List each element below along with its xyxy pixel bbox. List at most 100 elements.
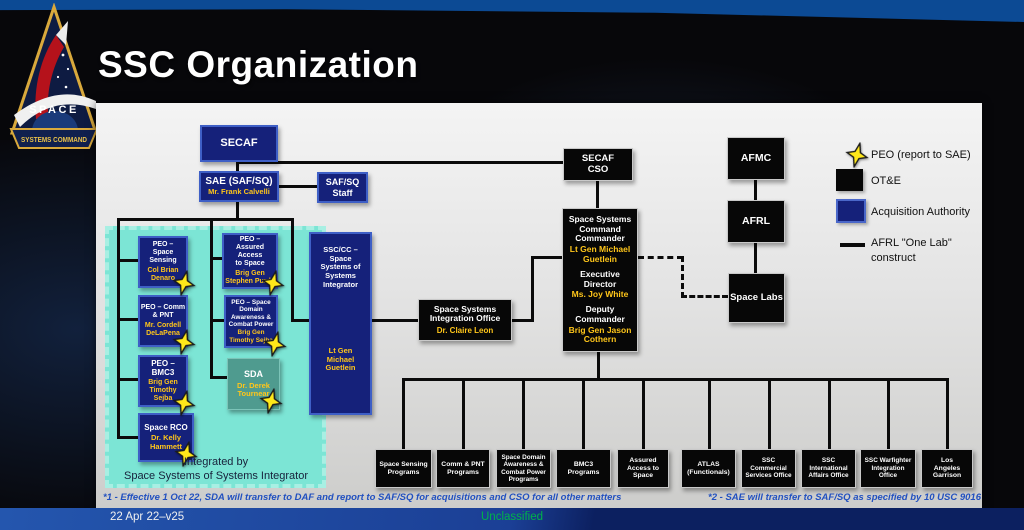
peo-star-icon: [172, 388, 196, 418]
page-title: SSC Organization: [98, 44, 419, 85]
box-title: BMC3 Programs: [567, 460, 600, 476]
connector-line: [117, 318, 138, 321]
box-title: Space Systems Integration Office: [429, 303, 501, 324]
connector-line: [291, 218, 294, 322]
box-person-name: Brig Gen Timothy Sejba: [148, 379, 178, 403]
org-box-peo-sda-combat-power: PEO – Space Domain Awareness & Combat Po…: [224, 295, 278, 348]
connector-line: [402, 378, 405, 449]
box-title: SSC Warfighter Integration Office: [864, 457, 912, 480]
box-person-name: Mr. Frank Calvelli: [208, 186, 270, 196]
box-title: AFRL: [742, 215, 770, 228]
box-title: SAF/SQ Staff: [325, 177, 360, 198]
dashed-connector-line: [638, 256, 683, 259]
box-title: PEO – BMC3: [151, 358, 175, 377]
connector-line: [462, 378, 465, 449]
connector-line: [117, 218, 294, 221]
org-box-ssc-warfighter-integration: SSC Warfighter Integration Office: [860, 449, 916, 488]
peo-star-icon: [172, 268, 196, 298]
classification-marking: Unclassified: [481, 511, 543, 523]
org-box-ssc-commercial-services: SSC Commercial Services Office: [741, 449, 796, 488]
box-title: SSC/CC – Space Systems of Systems Integr…: [320, 245, 361, 289]
box-title: SSC International Affairs Office: [808, 457, 849, 480]
box-title: SECAF: [220, 137, 258, 150]
connector-line: [582, 378, 585, 449]
connector-line: [531, 256, 562, 259]
connector-line: [642, 378, 645, 449]
connector-line: [768, 378, 771, 449]
logo-space-label: SPACE: [29, 104, 79, 116]
dashed-connector-line: [681, 295, 728, 298]
connector-line: [708, 378, 711, 449]
box-role: Deputy Commander: [575, 304, 625, 324]
box-person-name: Lt Gen Michael Guetlein: [569, 244, 631, 264]
connector-line: [372, 319, 418, 322]
connector-line: [210, 376, 229, 379]
legend-acquisition-label: Acquisition Authority: [871, 206, 971, 218]
box-title: Comm & PNT Programs: [441, 460, 485, 476]
box-title: Space Labs: [730, 291, 783, 303]
org-box-los-angeles-garrison: Los Angeles Garrison: [921, 449, 973, 488]
box-person-name: Dr. Kelly Hammett: [149, 433, 183, 452]
legend-acquisition-swatch: [836, 199, 866, 223]
box-title: Space Sensing Programs: [379, 460, 428, 476]
org-box-sda-combat-power-programs: Space Domain Awareness & Combat Power Pr…: [496, 449, 551, 488]
legend-afrl-label: AFRL "One Lab" construct: [871, 237, 952, 264]
org-box-integration-office: Space Systems Integration Office Dr. Cla…: [418, 299, 512, 341]
connector-line: [210, 257, 224, 260]
org-box-peo-assured-access: PEO – Assured Access to Space Brig Gen S…: [222, 233, 278, 289]
org-box-afrl: AFRL: [727, 200, 785, 243]
footer-date-version: 22 Apr 22–v25: [110, 511, 185, 523]
org-box-secaf-cso: SECAF CSO: [563, 148, 633, 181]
footnote-2: *2 - SAE will transfer to SAF/SQ as spec…: [708, 492, 981, 503]
ssc-logo: SPACE SYSTEMS COMMAND: [9, 3, 99, 149]
box-title: PEO – Space Domain Awareness & Combat Po…: [228, 298, 274, 328]
integrator-note-line2: Space Systems of Systems Integrator: [123, 470, 309, 483]
box-person-name: Dr. Derek Tournear: [237, 380, 270, 399]
connector-line: [279, 185, 317, 188]
footnote-1: *1 - Effective 1 Oct 22, SDA will transf…: [103, 492, 622, 503]
legend-ote-label: OT&E: [871, 175, 901, 187]
box-title: PEO – Comm & PNT: [140, 303, 186, 319]
integrator-note: Integrated by Space Systems of Systems I…: [108, 455, 324, 484]
connector-line: [828, 378, 831, 449]
box-title: Assured Access to Space: [626, 456, 660, 480]
box-person-name: Dr. Claire Leon: [436, 326, 494, 336]
connector-line: [597, 352, 600, 379]
legend-peo-label: PEO (report to SAE): [871, 149, 971, 161]
box-title: SDA: [243, 369, 263, 380]
peo-star-icon: [172, 327, 196, 357]
legend-ote-swatch: [836, 169, 863, 191]
org-box-atlas-functionals: ATLAS (Functionals): [681, 449, 736, 488]
box-title: ATLAS (Functionals): [687, 460, 730, 476]
org-box-ssc-international-affairs: SSC International Affairs Office: [801, 449, 856, 488]
connector-line: [754, 243, 757, 273]
top-accent-bar: [0, 0, 1024, 22]
footnotes: *1 - Effective 1 Oct 22, SDA will transf…: [103, 492, 981, 503]
connector-line: [210, 319, 226, 322]
box-title: Space RCO: [144, 423, 188, 433]
org-box-comm-pnt-programs: Comm & PNT Programs: [436, 449, 490, 488]
peo-star-icon: [261, 268, 285, 298]
connector-line: [402, 378, 948, 381]
connector-line: [117, 436, 138, 439]
connector-line: [117, 378, 138, 381]
box-person-name: Brig Gen Jason Cothern: [568, 324, 632, 345]
peo-star-icon: [259, 386, 283, 416]
connector-line: [236, 202, 239, 221]
org-box-secaf: SECAF: [200, 125, 278, 162]
connector-line: [596, 181, 599, 208]
connector-line: [236, 161, 565, 164]
org-box-peo-space-sensing: PEO – Space Sensing Col Brian Denaro: [138, 236, 188, 288]
org-box-space-labs: Space Labs: [728, 273, 785, 323]
connector-line: [522, 378, 525, 449]
box-title: PEO – Space Sensing: [149, 240, 177, 264]
box-person-name: Brig Gen Timothy Sejba: [229, 329, 273, 344]
box-person-name: Lt Gen Michael Guetlein: [325, 346, 356, 373]
org-box-ssccc-integrator: SSC/CC – Space Systems of Systems Integr…: [309, 232, 372, 415]
connector-line: [887, 378, 890, 449]
peo-star-icon: [263, 329, 287, 359]
box-role: Space Systems Command Commander: [568, 213, 632, 244]
connector-line: [117, 259, 138, 262]
logo-banner-label: SYSTEMS COMMAND: [21, 135, 87, 144]
